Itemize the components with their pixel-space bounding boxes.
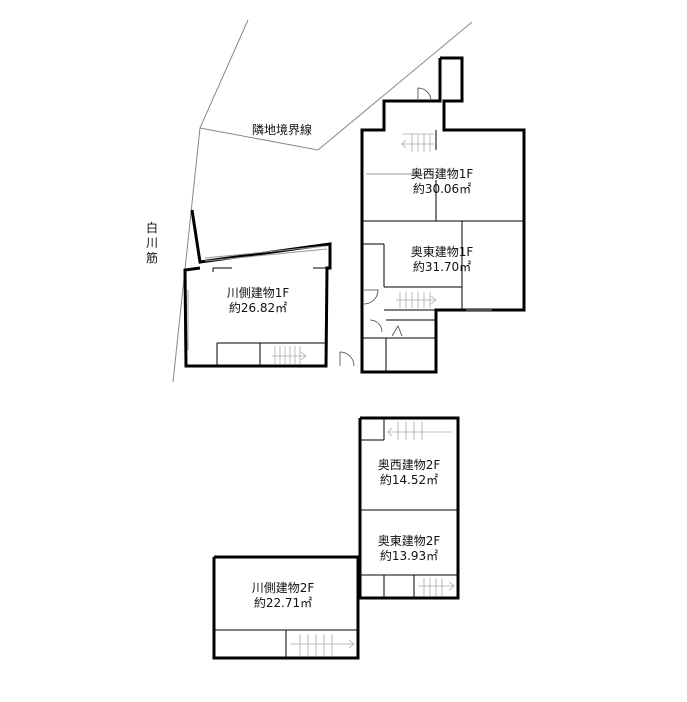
kawagawa-1f-building — [183, 209, 355, 368]
oku-1f-stair-b — [396, 292, 437, 308]
oku-2f-stair-b — [418, 578, 455, 596]
neighbor-boundary-label: 隣地境界線 — [252, 122, 312, 137]
okunishi-2f-area: 約14.52㎡ — [380, 472, 438, 487]
kawagawa-1f-area: 約26.82㎡ — [229, 300, 287, 315]
kawagawa-1f-stair — [272, 346, 307, 364]
oku-2f-building — [358, 416, 460, 600]
okuhigashi-2f-name: 奥東建物2F — [378, 534, 441, 548]
kawagawa-2f-area: 約22.71㎡ — [254, 595, 312, 610]
okuhigashi-2f-area: 約13.93㎡ — [380, 548, 438, 563]
river-street-char-2: 川 — [146, 236, 158, 250]
oku-1f-building — [360, 56, 526, 374]
site-boundary — [172, 19, 473, 383]
okunishi-1f-area: 約30.06㎡ — [413, 181, 471, 196]
oku-2f-stair-a — [387, 422, 452, 440]
kawagawa-2f-building — [212, 555, 360, 660]
river-street-char-1: 白 — [146, 220, 158, 235]
okuhigashi-1f-name: 奥東建物1F — [411, 245, 474, 259]
okuhigashi-1f-area: 約31.70㎡ — [413, 259, 471, 274]
river-street-char-3: 筋 — [146, 250, 158, 265]
kawagawa-1f-name: 川側建物1F — [227, 286, 290, 300]
okunishi-2f-name: 奥西建物2F — [378, 458, 441, 472]
kawagawa-2f-name: 川側建物2F — [252, 581, 315, 595]
kawagawa-2f-stair — [290, 634, 355, 656]
okunishi-1f-name: 奥西建物1F — [411, 167, 474, 181]
oku-1f-stair-a — [401, 133, 434, 152]
river-street-label: 白 川 筋 — [146, 220, 162, 265]
